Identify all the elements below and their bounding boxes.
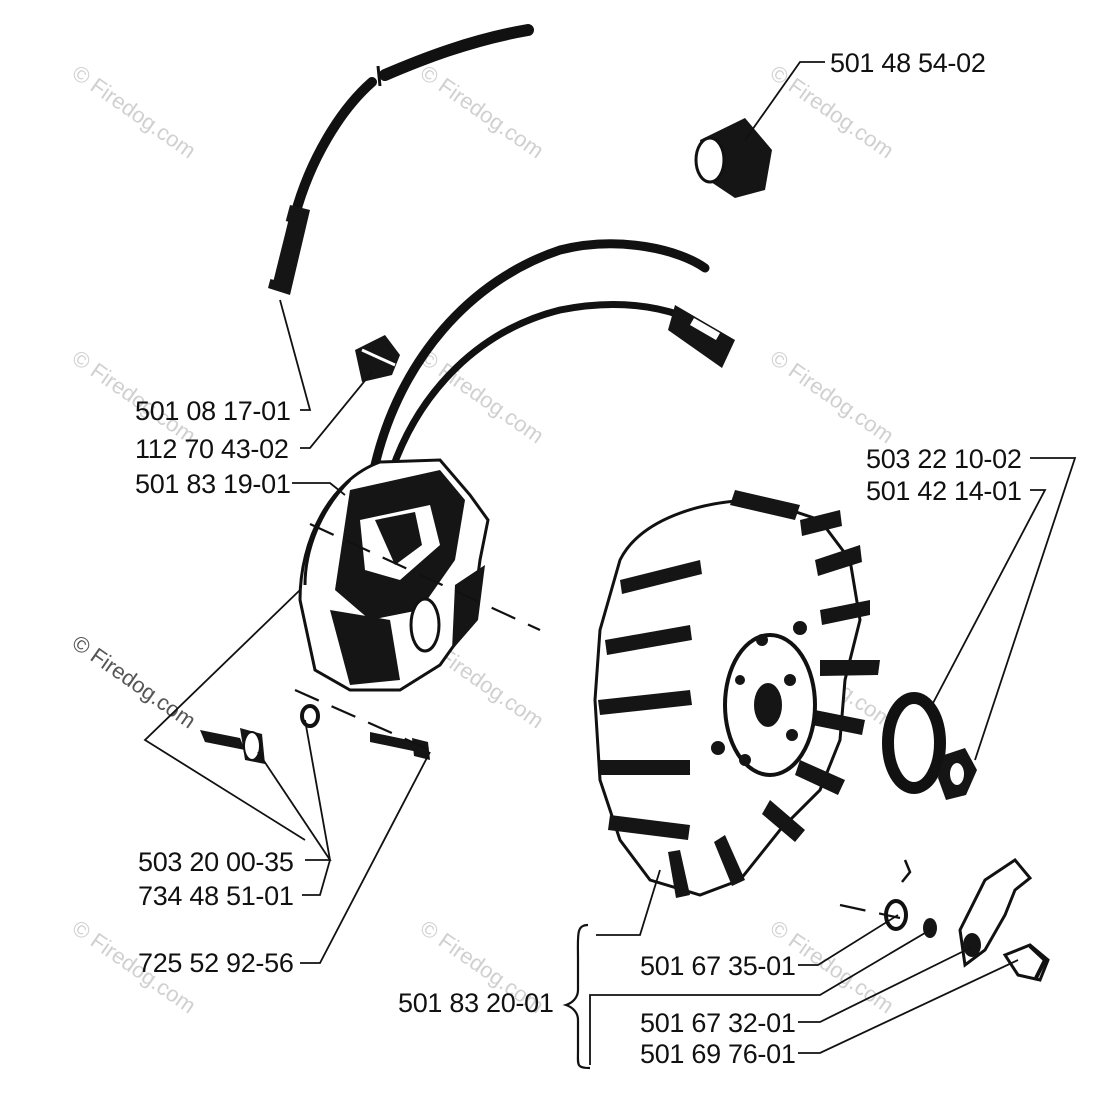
washer-part — [300, 704, 320, 728]
part-label-503-22-10-02: 503 22 10-02 — [866, 444, 1022, 474]
ignition-cable-part — [267, 24, 534, 295]
part-label-501-83-20-01: 501 83 20-01 — [398, 988, 554, 1018]
flywheel-nut-part — [938, 748, 977, 800]
ignition-module-part — [298, 458, 490, 692]
screw-part — [200, 728, 265, 764]
nut-part — [355, 335, 400, 382]
part-label-501-08-17-01: 501 08 17-01 — [135, 396, 291, 426]
pawl-screw-part — [1002, 943, 1050, 982]
part-label-734-48-51-01: 734 48 51-01 — [138, 881, 294, 911]
part-label-501-42-14-01: 501 42 14-01 — [866, 476, 1022, 506]
part-label-503-20-00-35: 503 20 00-35 — [138, 847, 294, 877]
part-label-112-70-43-02: 112 70 43-02 — [135, 434, 289, 464]
part-label-501-69-76-01: 501 69 76-01 — [640, 1039, 796, 1069]
flywheel-washer-part — [882, 692, 946, 794]
module-wires — [370, 239, 735, 472]
flywheel-part — [593, 490, 880, 898]
spark-plug-cap-part — [694, 116, 780, 198]
part-label-501-67-32-01: 501 67 32-01 — [640, 1008, 796, 1038]
part-label-501-48-54-02: 501 48 54-02 — [830, 48, 986, 78]
part-label-501-83-19-01: 501 83 19-01 — [135, 469, 291, 499]
pawl-washer-part — [923, 918, 937, 938]
part-label-725-52-92-56: 725 52 92-56 — [138, 948, 294, 978]
part-label-501-67-35-01: 501 67 35-01 — [640, 951, 796, 981]
leader-lines — [143, 61, 1077, 1070]
pawl-part — [958, 858, 1033, 968]
